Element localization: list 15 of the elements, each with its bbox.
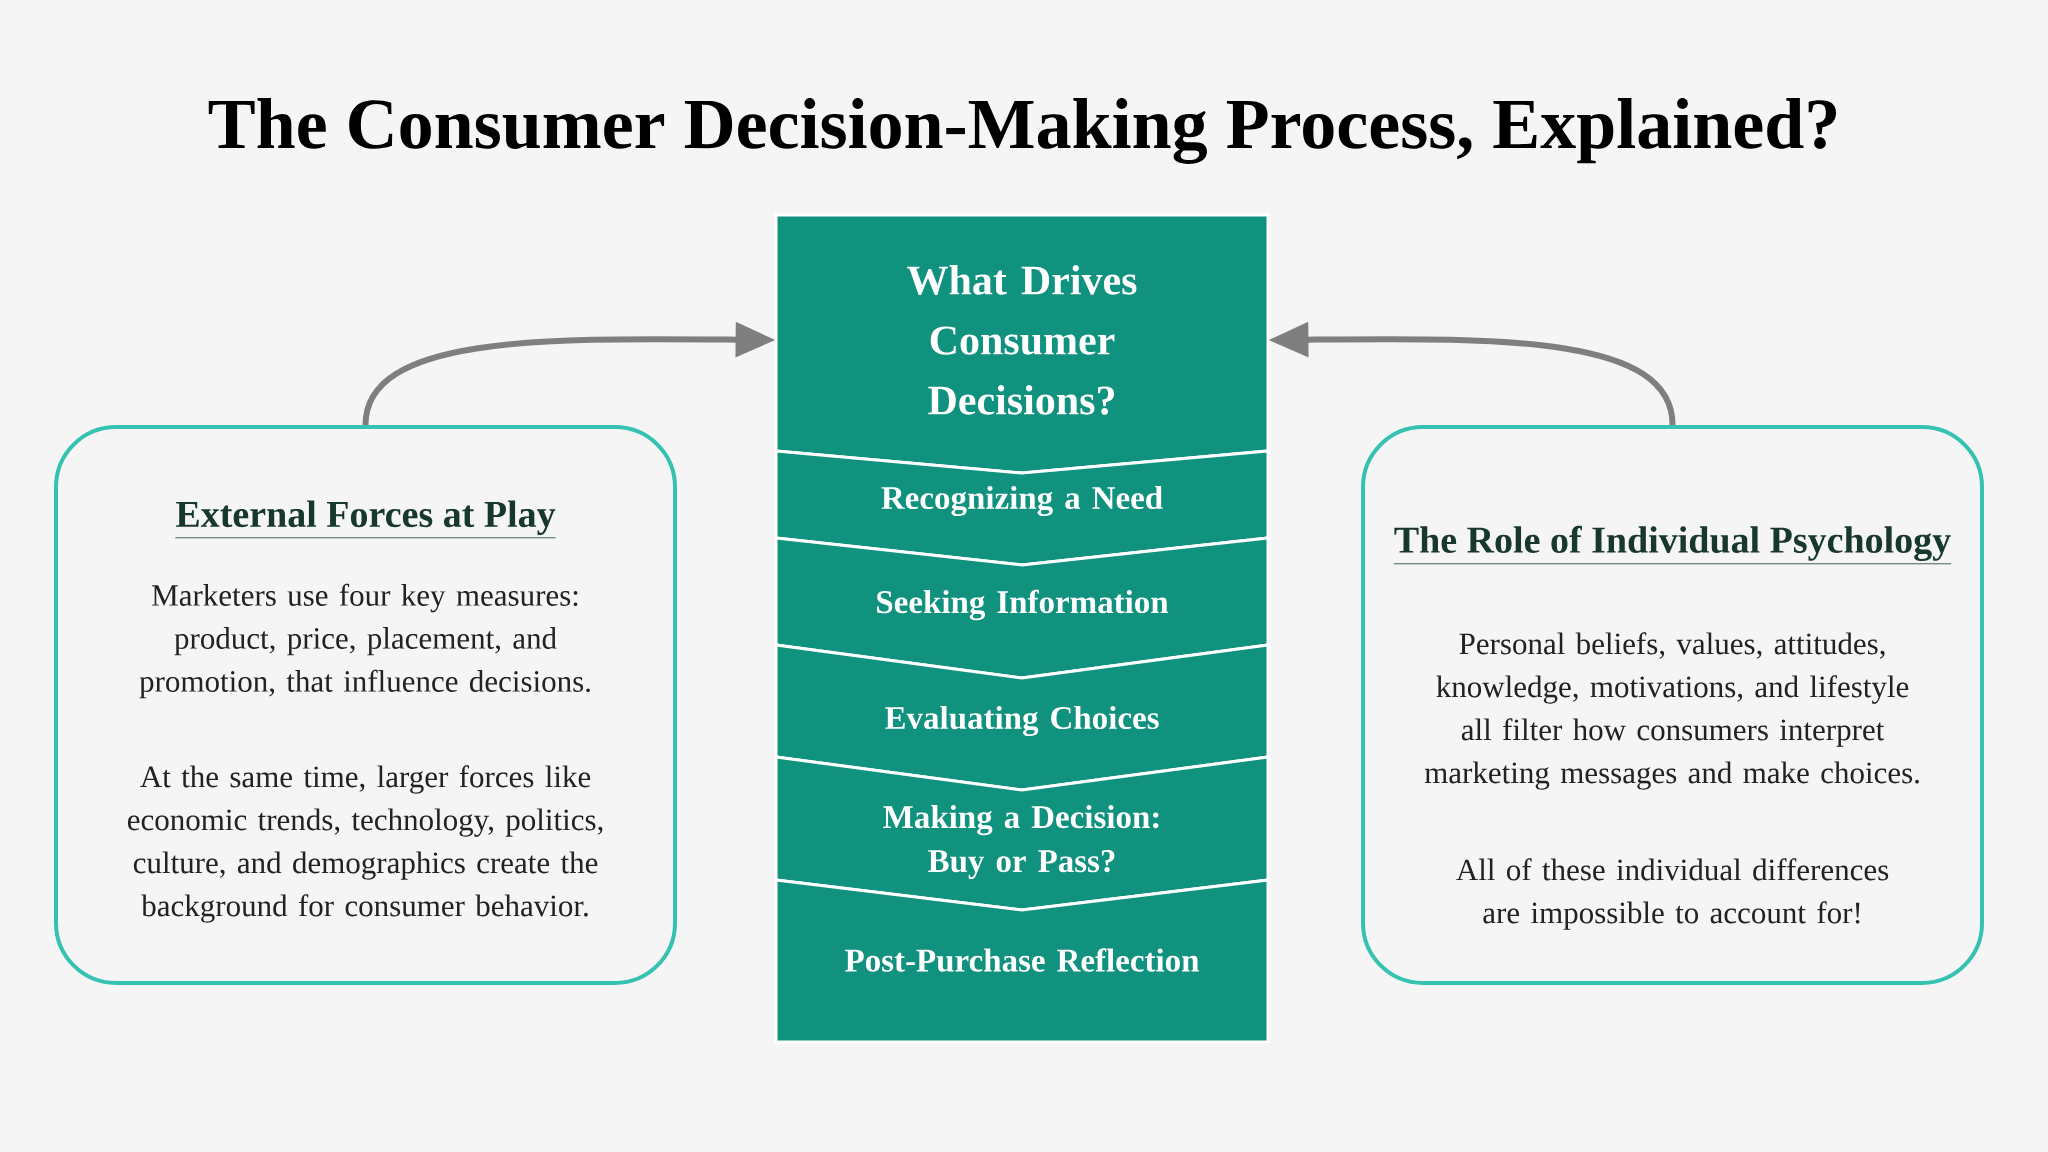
card-text: Marketers use four key measures: product, price, placement, and promotion, that influence decisions. <box>139 583 590 699</box>
card-heading: The Role of Individual Psychology <box>1393 525 1952 565</box>
heading-band: What Drives Consumer Decisions? <box>774 213 1270 475</box>
card-heading: External Forces at Play <box>175 500 557 539</box>
stage-band: Recognizing a Need <box>774 449 1270 567</box>
title: The Consumer Decision-Making Process, Explained? <box>208 98 1837 164</box>
stage-band: Making a Decision: Buy or Pass? <box>774 755 1270 912</box>
info-card <box>54 425 677 985</box>
stage-band: Seeking Information <box>774 536 1270 680</box>
stage-band: Post-Purchase Reflection <box>774 878 1270 1044</box>
card-text: All of these individual differences are impossible to account for! <box>1456 858 1889 930</box>
info-card <box>1361 425 1984 985</box>
card-text: Personal beliefs, values, attitudes, knowledge, motivations, and lifestyle all filter how consumers interpret marketing messages and make choices. <box>1424 632 1919 790</box>
stage-band: Evaluating Choices <box>774 643 1270 792</box>
card-text: At the same time, larger forces like economic trends, technology, politics, culture, and demographics create the background for consumer behavior. <box>127 765 603 923</box>
